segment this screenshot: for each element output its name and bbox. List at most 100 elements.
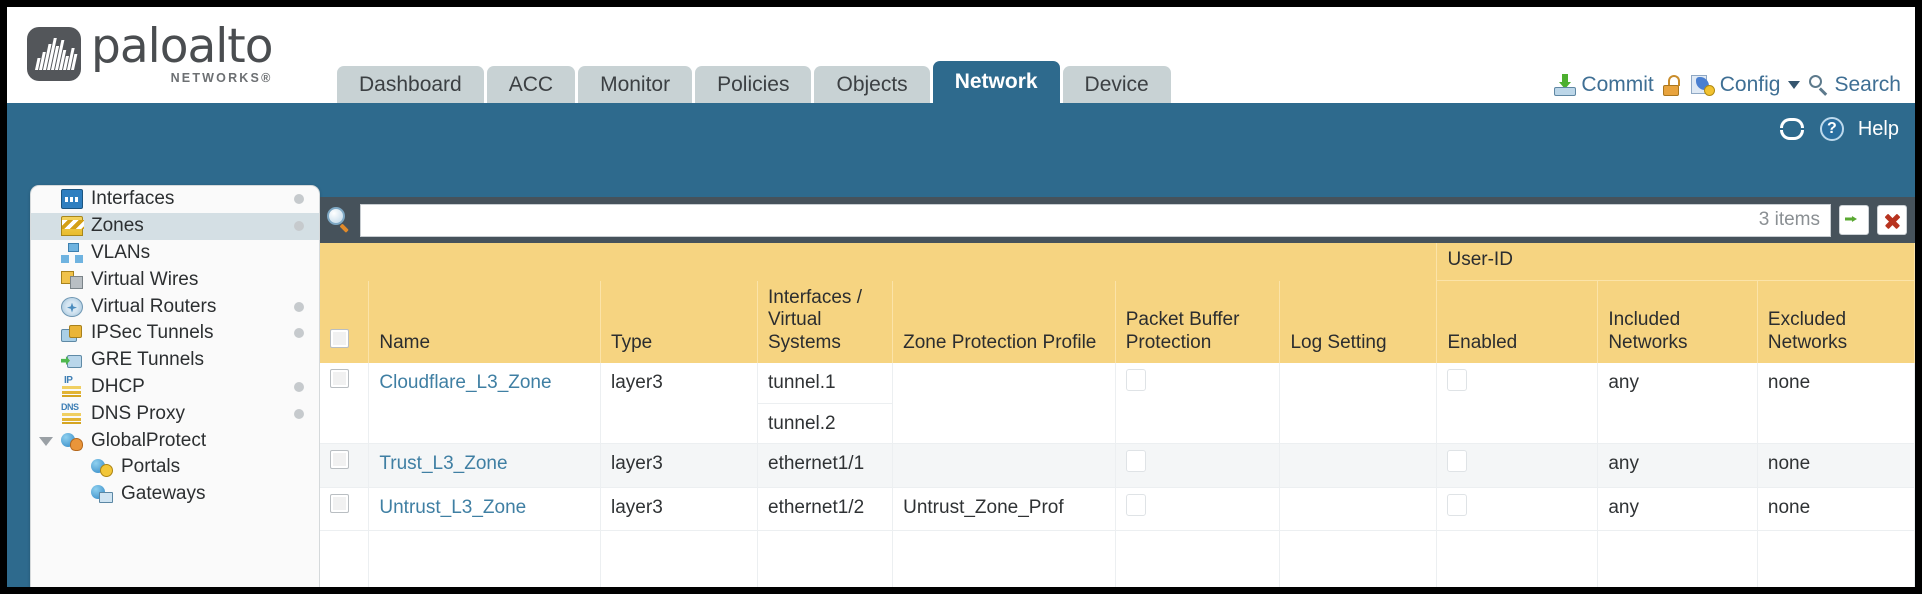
- dhcp-icon: [61, 375, 83, 397]
- userid-enabled-checkbox[interactable]: [1447, 369, 1468, 392]
- cell-included-networks: any: [1597, 363, 1758, 445]
- packet-buffer-protection-checkbox[interactable]: [1125, 369, 1146, 392]
- interface-entry: tunnel.2: [768, 412, 836, 434]
- config-lock-button[interactable]: [1662, 74, 1682, 96]
- empty-cell: [1436, 530, 1599, 587]
- userid-enabled-checkbox[interactable]: [1447, 450, 1468, 473]
- help-label[interactable]: Help: [1857, 117, 1899, 140]
- column-header-enabled[interactable]: Enabled: [1436, 280, 1599, 364]
- cell-log-setting: [1279, 487, 1438, 532]
- tab-policies[interactable]: Policies: [695, 66, 812, 103]
- empty-cell: [1115, 530, 1281, 587]
- empty-cell: [892, 530, 1116, 587]
- tab-monitor[interactable]: Monitor: [578, 66, 693, 103]
- empty-cell: [600, 530, 758, 587]
- row-select-checkbox[interactable]: [330, 493, 349, 513]
- sidebar-item-gre-tunnels[interactable]: GRE Tunnels: [31, 347, 319, 374]
- cell-type: layer3: [600, 487, 758, 532]
- empty-cell: [757, 530, 894, 587]
- column-header-included-networks[interactable]: Included Networks: [1597, 280, 1758, 364]
- zone-name-link[interactable]: Cloudflare_L3_Zone: [379, 372, 552, 394]
- search-button[interactable]: Search: [1809, 73, 1901, 97]
- sidebar-item-portals[interactable]: Portals: [31, 454, 319, 481]
- config-menu-button[interactable]: Config: [1690, 73, 1801, 97]
- sidebar-item-zones[interactable]: Zones: [31, 212, 319, 240]
- row-select-checkbox[interactable]: [330, 369, 349, 389]
- select-all-checkbox[interactable]: [330, 328, 349, 348]
- packet-buffer-protection-checkbox[interactable]: [1125, 493, 1146, 516]
- empty-cell: [1597, 530, 1758, 587]
- sidebar-item-label: DNS Proxy: [91, 402, 185, 424]
- tab-dashboard[interactable]: Dashboard: [337, 66, 484, 103]
- sidebar-item-virtual-wires[interactable]: Virtual Wires: [31, 266, 319, 293]
- refresh-icon[interactable]: [1779, 118, 1806, 140]
- clear-filter-button[interactable]: [1877, 205, 1907, 235]
- commit-icon: [1554, 74, 1577, 96]
- column-header-excluded-networks[interactable]: Excluded Networks: [1757, 280, 1915, 364]
- sidebar-item-vlans[interactable]: VLANs: [31, 240, 319, 267]
- sidebar-item-globalprotect[interactable]: GlobalProtect: [31, 427, 319, 454]
- sub-toolbar-actions: ? Help: [1779, 117, 1899, 141]
- sidebar-item-label: IPSec Tunnels: [91, 322, 214, 344]
- cell-included-networks: any: [1597, 487, 1758, 532]
- column-header-name[interactable]: Name: [368, 280, 602, 364]
- cell-userid-enabled: [1436, 487, 1599, 532]
- row-select-cell: [320, 443, 370, 488]
- column-header-interfaces-virtual-systems[interactable]: Interfaces / Virtual Systems: [757, 280, 894, 364]
- item-count-label: 3 items: [1758, 209, 1820, 230]
- apply-filter-button[interactable]: [1839, 205, 1869, 235]
- search-input[interactable]: [361, 205, 1759, 235]
- sidebar-item-status-dot: [294, 408, 304, 419]
- userid-enabled-checkbox[interactable]: [1447, 493, 1468, 516]
- column-header-zone-protection-profile[interactable]: Zone Protection Profile: [892, 280, 1116, 364]
- sidebar-item-ipsec-tunnels[interactable]: IPSec Tunnels: [31, 320, 319, 347]
- portals-icon: [91, 457, 113, 478]
- row-select-checkbox[interactable]: [330, 450, 349, 470]
- tab-acc[interactable]: ACC: [486, 66, 576, 103]
- paloalto-logo-mark: [27, 26, 81, 81]
- cell-interfaces: ethernet1/1: [757, 443, 894, 488]
- cell-log-setting: [1279, 363, 1438, 445]
- paloalto-logo: paloalto NETWORKS®: [27, 23, 273, 85]
- sidebar-item-interfaces[interactable]: Interfaces: [31, 186, 319, 213]
- tab-label: Device: [1084, 72, 1149, 96]
- empty-cell: [1279, 530, 1438, 587]
- sidebar-item-dns-proxy[interactable]: DNS Proxy: [31, 400, 319, 427]
- zone-name-link[interactable]: Trust_L3_Zone: [379, 453, 508, 475]
- help-icon[interactable]: ?: [1819, 117, 1844, 141]
- vlans-icon: [61, 242, 83, 263]
- column-header-log-setting[interactable]: Log Setting: [1279, 280, 1438, 364]
- column-header-packet-buffer-protection[interactable]: Packet Buffer Protection: [1115, 280, 1281, 364]
- cell-packet-buffer-protection: [1115, 487, 1281, 532]
- tab-device[interactable]: Device: [1062, 66, 1171, 103]
- sidebar-item-status-dot: [294, 381, 304, 392]
- cell-name: Cloudflare_L3_Zone: [368, 363, 602, 445]
- tab-network[interactable]: Network: [932, 61, 1060, 103]
- column-group-user-id: User-ID: [1436, 243, 1915, 282]
- sidebar-item-label: Virtual Routers: [91, 295, 217, 317]
- filter-input-wrapper: 3 items: [360, 203, 1831, 237]
- sidebar-item-dhcp[interactable]: DHCP: [31, 374, 319, 401]
- expand-collapse-triangle-icon[interactable]: [39, 436, 53, 446]
- top-actions: Commit Config Search: [1554, 73, 1901, 97]
- sidebar-item-gateways[interactable]: Gateways: [31, 481, 319, 508]
- sidebar-item-virtual-routers[interactable]: Virtual Routers: [31, 293, 319, 320]
- column-header-type[interactable]: Type: [600, 280, 758, 364]
- sidebar-item-label: Portals: [121, 456, 181, 478]
- globalprotect-icon: [61, 431, 83, 451]
- config-icon: [1690, 74, 1715, 96]
- cell-interfaces: ethernet1/2: [757, 487, 894, 532]
- packet-buffer-protection-checkbox[interactable]: [1125, 450, 1146, 473]
- cell-userid-enabled: [1436, 443, 1599, 488]
- ipsec-tunnels-icon: [61, 323, 83, 343]
- tab-objects[interactable]: Objects: [814, 66, 930, 103]
- cell-userid-enabled: [1436, 363, 1599, 445]
- zone-name-link[interactable]: Untrust_L3_Zone: [379, 496, 527, 518]
- commit-button[interactable]: Commit: [1554, 73, 1654, 97]
